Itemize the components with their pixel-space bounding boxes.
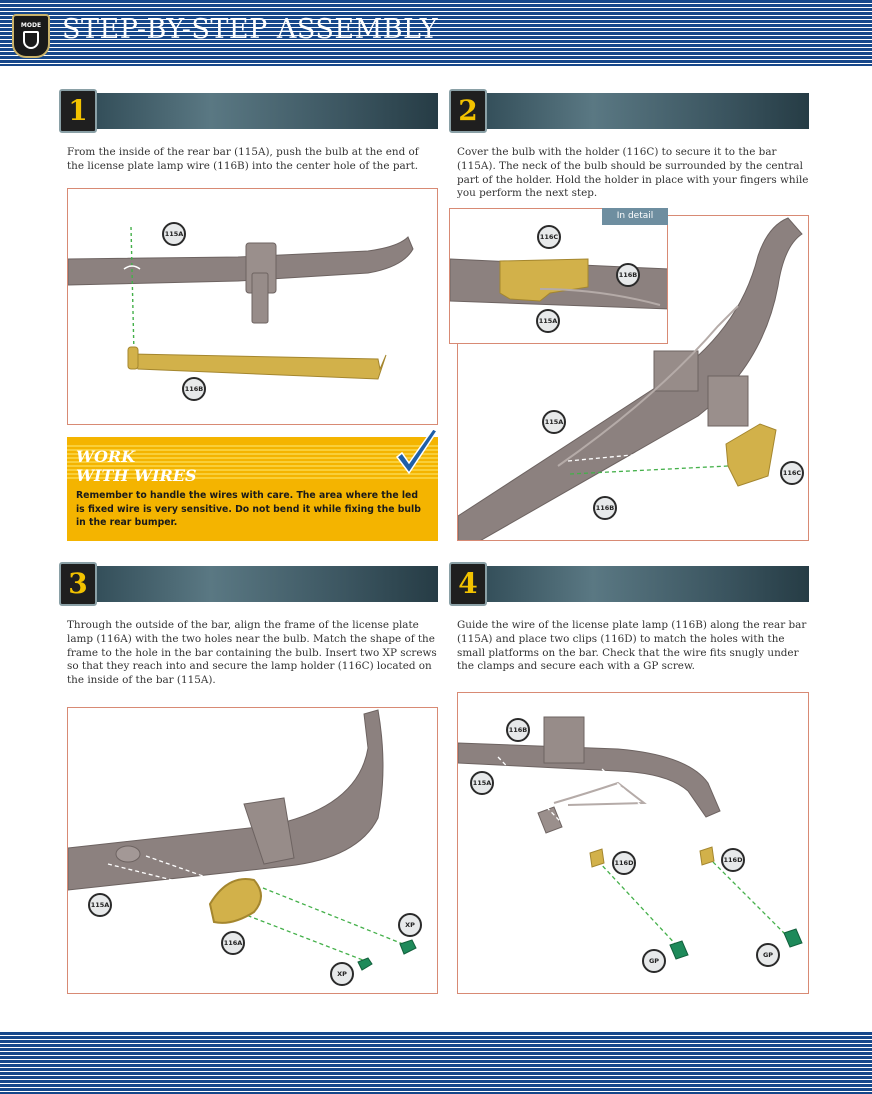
guide-line-green-2	[707, 856, 789, 938]
rear-bar-part	[68, 709, 384, 891]
callout-116b: 116B	[182, 377, 206, 401]
bulb-part	[127, 346, 139, 370]
step-3-header: 3	[59, 562, 438, 606]
bulb-hole	[115, 845, 141, 863]
step-3-illustration: 115A 116A XP XP	[67, 707, 438, 994]
step-4-drawing	[458, 716, 803, 960]
step-1-header: 1	[59, 89, 438, 133]
step-3-text: Through the outside of the bar, align th…	[67, 619, 437, 687]
wire-routing	[553, 781, 647, 806]
step-1-number: 1	[59, 89, 97, 133]
callout-115a: 115A	[542, 410, 566, 434]
warning-stripes	[67, 445, 438, 479]
guide-line-white	[567, 445, 729, 462]
footer-band	[0, 1032, 872, 1094]
step-2-header: 2	[449, 89, 809, 133]
warning-box: WORK WITH WIRES Remember to handle the w…	[67, 428, 439, 541]
callout-116a: 116A	[221, 931, 245, 955]
callout-gp: GP	[642, 949, 666, 973]
wire-routing	[557, 305, 739, 467]
bar-mount-tab	[251, 272, 269, 324]
guide-line-white	[497, 756, 679, 944]
holder-116c-part	[725, 423, 777, 487]
detail-callout-116c: 116C	[537, 225, 561, 249]
warning-title-line2: WITH WIRES	[76, 466, 197, 485]
callout-gp: GP	[756, 943, 780, 967]
detail-callout-115a: 115A	[536, 309, 560, 333]
step-1-illustration: 115A 116B	[67, 188, 438, 425]
clip-116d-2	[699, 846, 715, 866]
step-4-header: 4	[449, 562, 809, 606]
callout-116d: 116D	[612, 851, 636, 875]
step-2-text: Cover the bulb with the holder (116C) to…	[457, 146, 809, 200]
step-1-drawing	[68, 226, 414, 380]
gp-screw-2	[783, 928, 803, 948]
checkmark-icon	[395, 428, 439, 475]
bar-mount-block	[543, 716, 585, 764]
guide-line	[130, 226, 135, 355]
step-4-number: 4	[449, 562, 487, 606]
guide-line-green-2	[262, 887, 409, 947]
badge-shield-icon	[23, 31, 39, 49]
detail-wire	[539, 288, 661, 306]
callout-xp: XP	[398, 913, 422, 937]
callout-116b: 116B	[506, 718, 530, 742]
step-4-illustration: 116B 115A 116D 116D GP GP	[457, 692, 809, 994]
xp-screw-1	[357, 957, 373, 971]
gp-screw-1	[669, 940, 689, 960]
clip-116d-1	[589, 848, 605, 868]
detail-label: In detail	[602, 208, 668, 225]
detail-drawing	[450, 258, 667, 310]
detail-holder	[499, 258, 589, 302]
step-2-number: 2	[449, 89, 487, 133]
step-2-drawing	[458, 217, 803, 540]
step-4-text: Guide the wire of the license plate lamp…	[457, 619, 807, 673]
step-3-drawing	[68, 709, 417, 971]
warning-body: Remember to handle the wires with care. …	[76, 490, 421, 528]
xp-screw-2	[399, 939, 417, 955]
callout-115a: 115A	[88, 893, 112, 917]
rear-bar-part	[458, 742, 721, 818]
guide-line-white-2	[601, 768, 789, 944]
center-hole-arrow	[123, 265, 141, 270]
badge-text: MODE	[20, 22, 42, 29]
page-title: STEP-BY-STEP ASSEMBLY	[62, 14, 439, 45]
callout-116d: 116D	[721, 848, 745, 872]
detail-inset: 116C 116B 115A	[449, 208, 668, 344]
brand-badge: MODE	[12, 14, 50, 58]
bar-mount-block	[243, 797, 295, 865]
callout-xp: XP	[330, 962, 354, 986]
callout-115a: 115A	[470, 771, 494, 795]
callout-116b: 116B	[593, 496, 617, 520]
lamp-frame-116a	[208, 878, 262, 924]
lamp-wire-part	[131, 353, 387, 380]
warning-title-line1: WORK	[76, 447, 136, 466]
bar-mount-tab	[707, 375, 749, 427]
detail-callout-116b: 116B	[616, 263, 640, 287]
step-3-number: 3	[59, 562, 97, 606]
step-1-text: From the inside of the rear bar (115A), …	[67, 146, 419, 172]
guide-line-green	[569, 465, 729, 475]
guide-line-white-2	[145, 855, 409, 949]
rear-bar-part	[68, 236, 414, 286]
callout-116c: 116C	[780, 461, 804, 485]
guide-line-green	[597, 860, 681, 950]
header-band	[0, 0, 872, 66]
callout-115a: 115A	[162, 222, 186, 246]
